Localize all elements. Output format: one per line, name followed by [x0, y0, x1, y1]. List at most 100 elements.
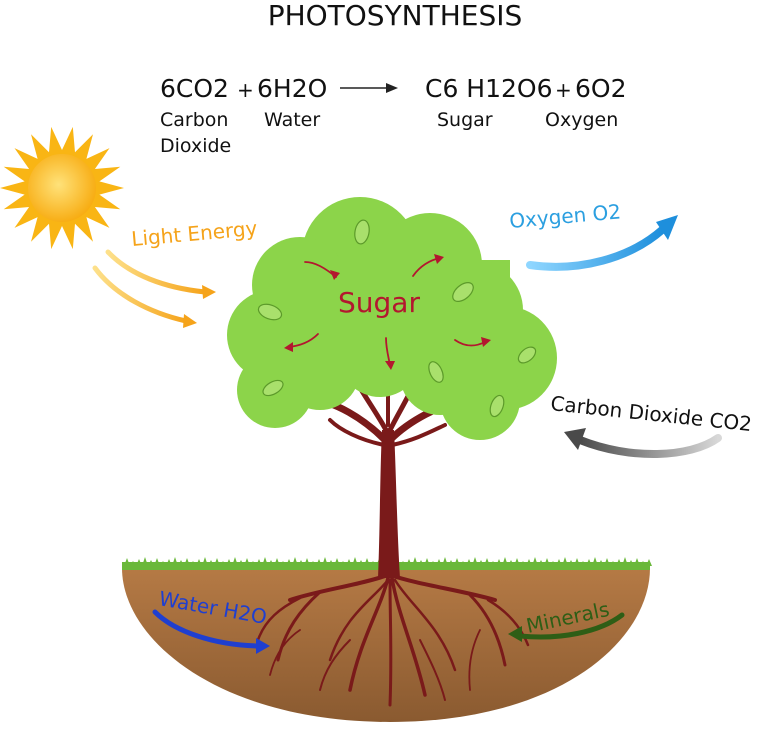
equation: 6CO2 + 6H2O C6 H12O6 + 6O2: [160, 74, 627, 103]
grass-blade: [598, 560, 604, 566]
grass-blade: [496, 559, 502, 566]
grass-blade: [184, 558, 190, 566]
grass-blade: [448, 560, 454, 566]
grass-blade: [574, 558, 580, 566]
grass-blade: [322, 557, 328, 566]
grass-blade: [280, 561, 286, 566]
grass-blade: [520, 561, 526, 566]
light-energy-label: Light Energy: [130, 216, 258, 251]
grass-blade: [130, 561, 136, 566]
grass-blade: [346, 559, 352, 566]
grass-blade: [256, 559, 262, 566]
grass-blade: [406, 559, 412, 566]
diagram-title: PHOTOSYNTHESIS: [268, 0, 523, 32]
grass-blade: [436, 559, 442, 566]
grass-blade: [166, 559, 172, 566]
grass-blade: [592, 557, 598, 566]
grass-blade: [190, 561, 196, 566]
equation-arrow-icon: [340, 83, 398, 93]
grass-blade: [454, 558, 460, 566]
sugar-arrows-icon: [284, 254, 491, 370]
roots: [256, 573, 530, 707]
grass-blade: [526, 559, 532, 566]
grass-blade: [640, 561, 646, 566]
grass-blade: [544, 558, 550, 566]
equation-product-sugar: C6 H12O6: [425, 74, 553, 103]
grass-blade: [358, 560, 364, 566]
grass-blade: [178, 560, 184, 566]
sun-icon: [0, 126, 124, 250]
grass-blade: [148, 560, 154, 566]
grass-blade: [316, 559, 322, 566]
equation-plus-sign: +: [237, 78, 254, 102]
grass-blade: [286, 559, 292, 566]
carbon-dioxide-arrow-icon: [564, 428, 722, 459]
equation-reactant-water: 6H2O: [257, 74, 327, 103]
grass-blade: [610, 561, 616, 566]
equation-product-oxygen: 6O2: [575, 74, 627, 103]
grass-blade: [424, 558, 430, 566]
grass-blade: [550, 561, 556, 566]
grass-blade: [514, 558, 520, 566]
grass-blade: [142, 557, 148, 566]
grass-blade: [154, 558, 160, 566]
grass-blade: [568, 560, 574, 566]
grass-blade: [238, 560, 244, 566]
grass-blade: [298, 560, 304, 566]
sugar-label: Sugar: [338, 286, 420, 319]
grass-blade: [370, 561, 376, 566]
minerals-arrow-icon: [508, 612, 625, 642]
grass-blade: [226, 559, 232, 566]
grass-blade: [538, 560, 544, 566]
grass-blade: [586, 559, 592, 566]
grass-blade: [352, 557, 358, 566]
water-arrow-icon: [152, 609, 270, 654]
grass-blade: [232, 557, 238, 566]
grass-blade: [292, 557, 298, 566]
grass-blade: [364, 558, 370, 566]
grass-blade: [646, 559, 652, 566]
grass-blade: [418, 560, 424, 566]
grass-blade: [172, 557, 178, 566]
grass-blade: [220, 561, 226, 566]
grass-blade: [202, 557, 208, 566]
grass-blade: [262, 557, 268, 566]
equation-reactant-carbon-dioxide: 6CO2: [160, 74, 229, 103]
grass-blade: [412, 557, 418, 566]
grass-blade: [472, 557, 478, 566]
grass-blade: [250, 561, 256, 566]
label-water: Water: [264, 109, 320, 131]
soil: [122, 568, 650, 722]
label-carbon: Carbon: [160, 109, 228, 131]
grass-blade: [274, 558, 280, 566]
grass-blade: [580, 561, 586, 566]
grass-blade: [328, 560, 334, 566]
grass-blade: [604, 558, 610, 566]
label-oxygen: Oxygen: [545, 109, 618, 131]
grass-blade: [562, 557, 568, 566]
grass-blade: [124, 558, 130, 566]
label-sugar: Sugar: [437, 109, 493, 131]
grass-blade: [334, 558, 340, 566]
grass-blade: [304, 558, 310, 566]
grass-blade: [310, 561, 316, 566]
grass-blade: [208, 560, 214, 566]
equation-plus-sign-2: +: [555, 78, 572, 102]
oxygen-arrow-icon: [526, 215, 678, 271]
oxygen-label: Oxygen O2: [508, 199, 622, 233]
grass-blade: [556, 559, 562, 566]
grass-blade: [502, 557, 508, 566]
grass-blade: [532, 557, 538, 566]
grass-blade: [340, 561, 346, 566]
grass-blade: [244, 558, 250, 566]
grass-blade: [442, 557, 448, 566]
grass-blade: [400, 561, 406, 566]
grass-blade: [628, 560, 634, 566]
grass-blade: [160, 561, 166, 566]
tree-trunk: [301, 367, 469, 578]
grass-blade: [196, 559, 202, 566]
grass-blade: [430, 561, 436, 566]
label-dioxide: Dioxide: [160, 135, 231, 157]
grass-blade: [490, 561, 496, 566]
